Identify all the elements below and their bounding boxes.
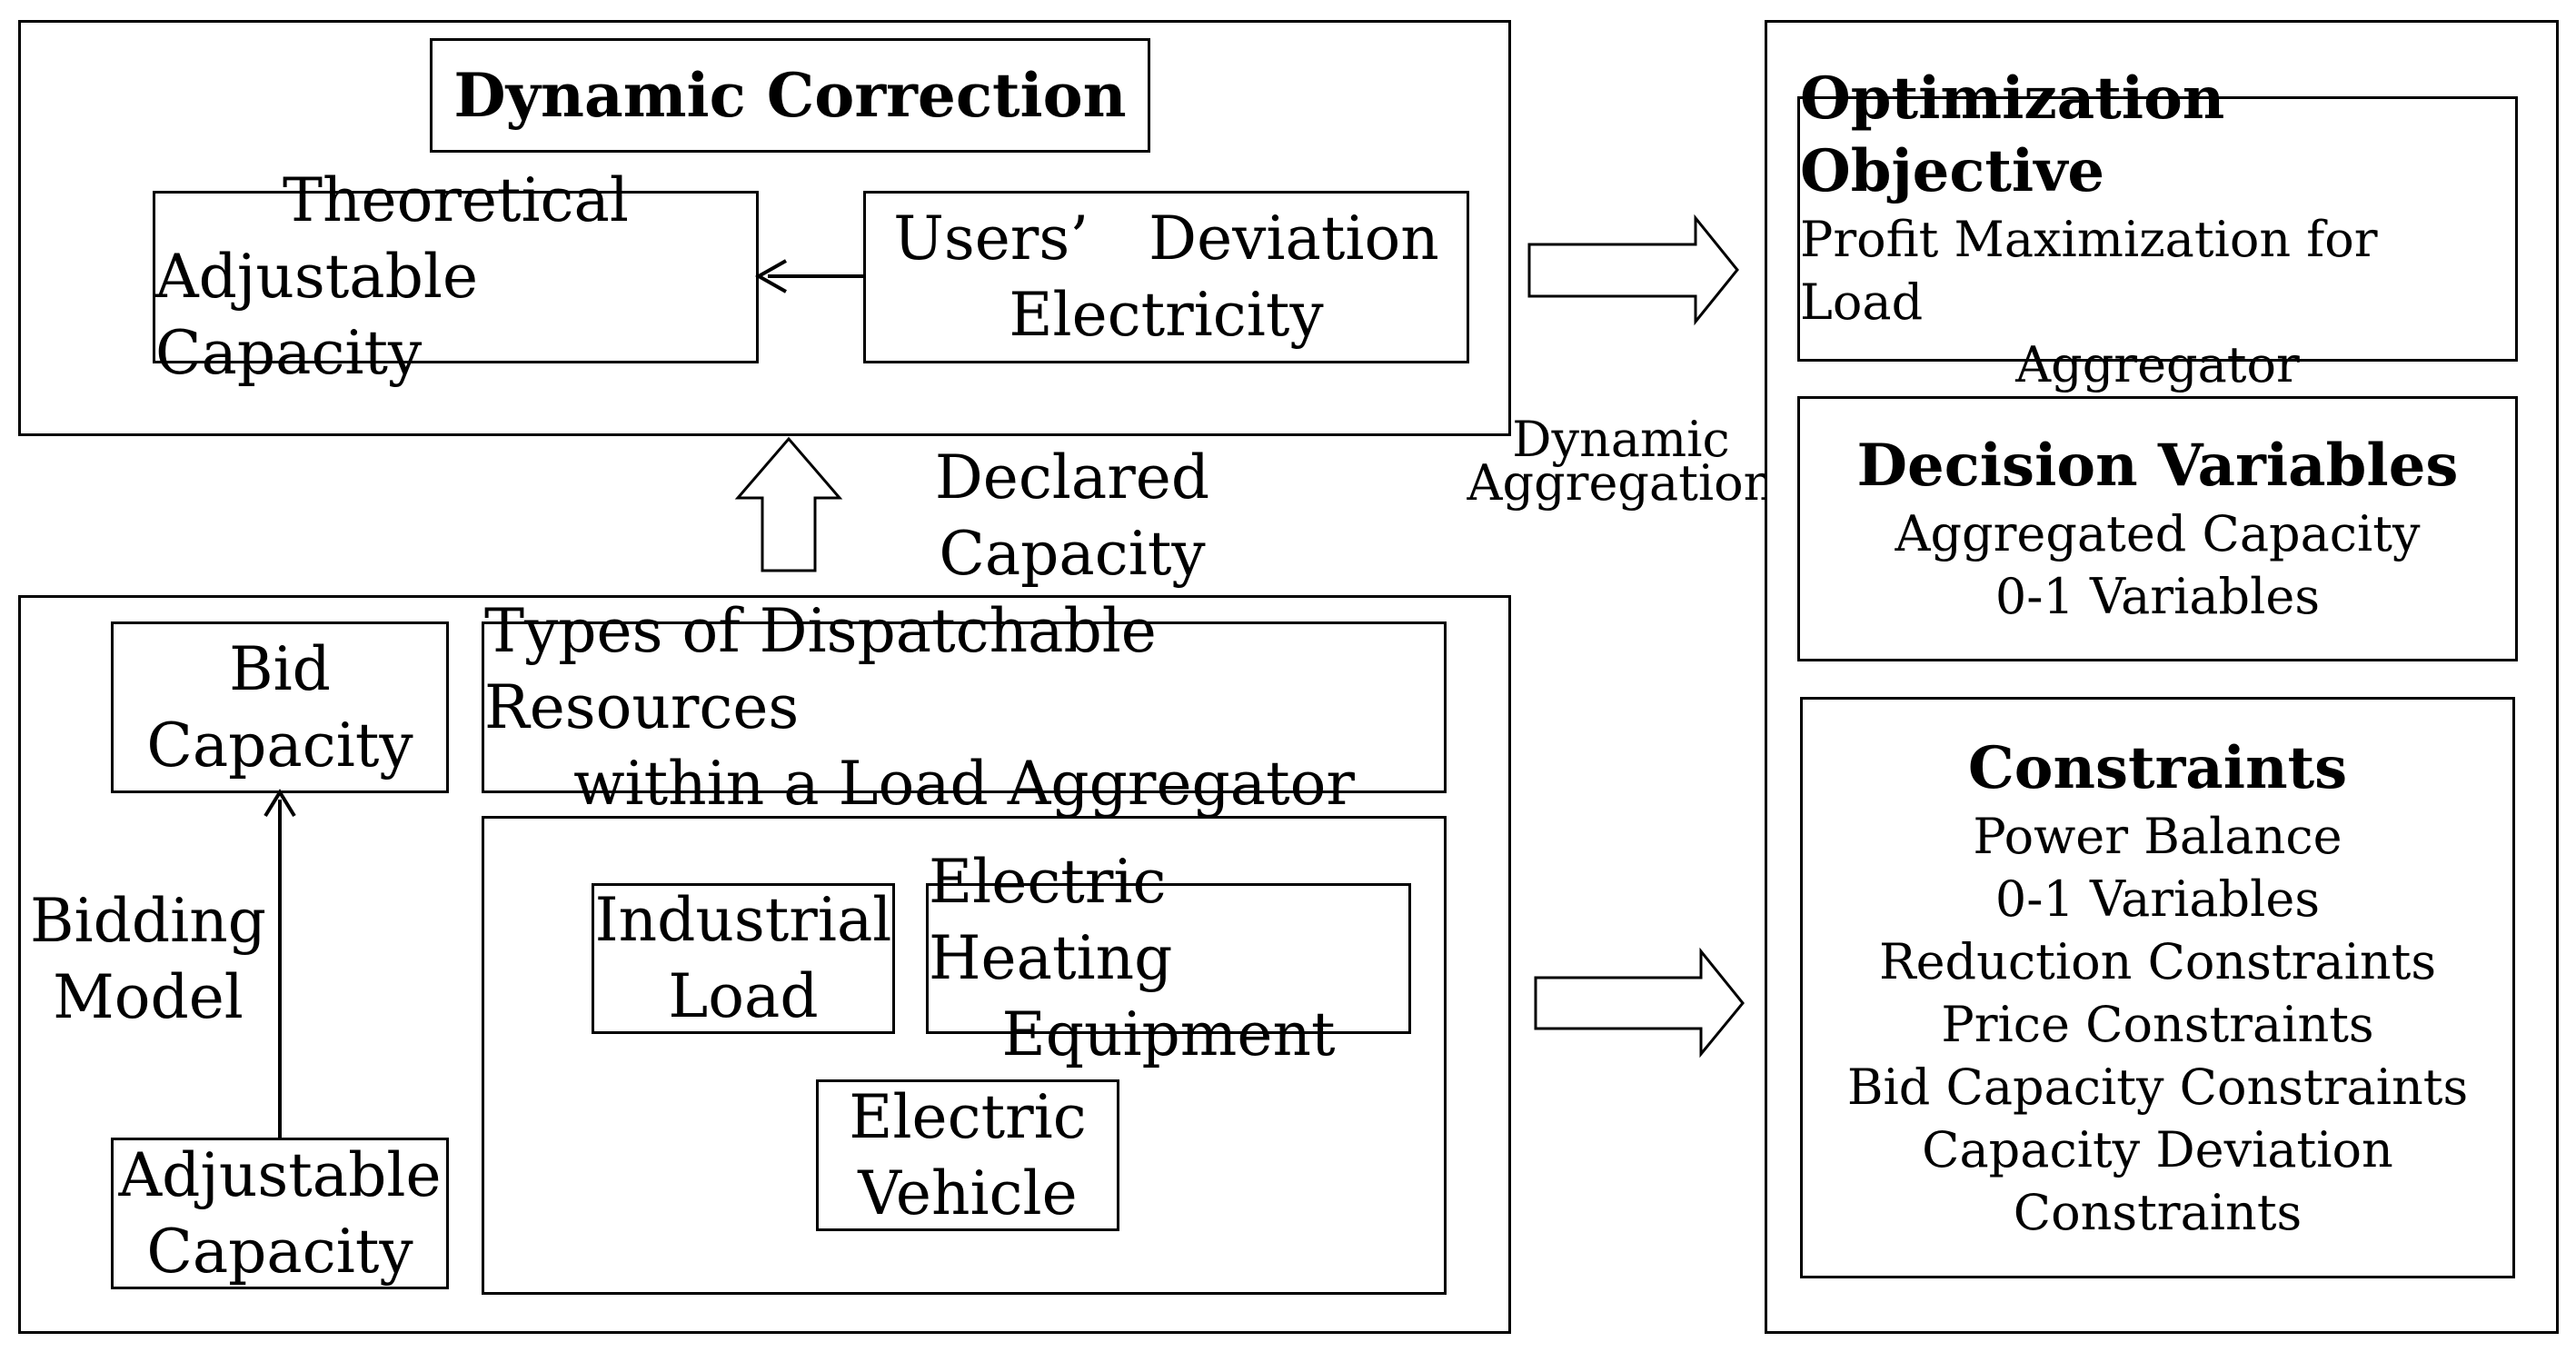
adjustable-capacity-line-1: Adjustable: [118, 1139, 442, 1210]
decision-variables-title: Decision Variables: [1856, 432, 2459, 500]
constraints-box: Constraints Power Balance 0-1 Variables …: [1800, 697, 2515, 1278]
electric-vehicle-line-2: Vehicle: [858, 1158, 1078, 1228]
constraints-title: Constraints: [1967, 733, 2348, 802]
dynamic-aggregation-line-1: Dynamic: [1512, 411, 1730, 468]
objective-line-2: Aggregator: [2015, 335, 2300, 393]
dynamic-correction-title: Dynamic Correction: [453, 60, 1127, 131]
industrial-load-line-2: Load: [668, 961, 819, 1031]
bidding-to-model-hollow-arrow: [1534, 947, 1745, 1059]
adjustable-capacity-line-2: Capacity: [146, 1216, 413, 1287]
bidding-model-line-1: Bidding: [30, 886, 266, 956]
decision-variables-box: Decision Variables Aggregated Capacity 0…: [1797, 396, 2518, 661]
bidding-model-label: Bidding Model: [25, 883, 271, 1036]
constraint-line-4: Price Constraints: [1941, 995, 2374, 1053]
industrial-load-line-1: Industrial: [594, 885, 892, 955]
resource-types-line-2: within a Load Aggregator: [573, 748, 1355, 819]
dynamic-aggregation-line-2: Aggregation: [1467, 454, 1775, 512]
dynamic-aggregation-label: Dynamic Aggregation: [1467, 411, 1775, 512]
theoretical-adjustable-capacity-box: Theoretical Adjustable Capacity: [153, 165, 759, 388]
theoretical-line-2: Adjustable Capacity: [155, 242, 479, 388]
constraint-line-1: Power Balance: [1973, 807, 2342, 865]
constraint-line-3: Reduction Constraints: [1878, 932, 2437, 990]
declared-capacity-label: Declared Capacity: [918, 440, 1227, 592]
electric-heating-line-2: Equipment: [1001, 999, 1336, 1069]
adjustable-to-bid-arrow: [264, 789, 296, 1138]
dynamic-aggregation-hollow-arrow: [1527, 214, 1739, 326]
declared-capacity-line-2: Capacity: [939, 519, 1206, 589]
electric-heating-line-1: Electric Heating: [929, 847, 1173, 993]
deviation-line-1: Users’ Deviation: [893, 204, 1439, 273]
optimization-objective-title: Optimization Objective: [1800, 64, 2225, 205]
declared-capacity-line-1: Declared: [934, 442, 1210, 512]
objective-line-1: Profit Maximization for Load: [1800, 210, 2378, 331]
constraint-line-2: 0-1 Variables: [1994, 870, 2321, 928]
decision-line-2: 0-1 Variables: [1994, 568, 2321, 625]
users-deviation-electricity-box: Users’ Deviation Electricity: [863, 191, 1469, 363]
resource-types-line-1: Types of Dispatchable Resources: [484, 595, 1157, 742]
bid-capacity-line-2: Capacity: [146, 710, 413, 780]
electric-heating-box: Electric Heating Equipment: [926, 847, 1411, 1069]
bidding-model-line-2: Model: [53, 962, 244, 1032]
adjustable-capacity-box: Adjustable Capacity: [111, 1138, 449, 1289]
declared-capacity-hollow-arrow: [734, 436, 843, 572]
dynamic-correction-title-box: Dynamic Correction: [430, 38, 1150, 153]
decision-line-1: Aggregated Capacity: [1895, 505, 2421, 562]
bid-capacity-box: Bid Capacity: [111, 621, 449, 793]
constraint-line-5: Bid Capacity Constraints: [1846, 1058, 2469, 1116]
constraint-line-6: Capacity Deviation: [1922, 1120, 2393, 1178]
constraint-line-7: Constraints: [2013, 1183, 2302, 1241]
bid-capacity-line-1: Bid: [229, 633, 331, 704]
electric-vehicle-line-1: Electric: [849, 1081, 1087, 1152]
resource-types-title-box: Types of Dispatchable Resources within a…: [482, 596, 1447, 819]
deviation-line-2: Electricity: [1009, 280, 1324, 350]
electric-vehicle-box: Electric Vehicle: [816, 1079, 1119, 1231]
industrial-load-box: Industrial Load: [592, 883, 895, 1034]
theoretical-line-1: Theoretical: [283, 165, 629, 235]
deviation-to-theoretical-arrow: [754, 259, 863, 293]
optimization-objective-box: Optimization Objective Profit Maximizati…: [1797, 65, 2518, 393]
